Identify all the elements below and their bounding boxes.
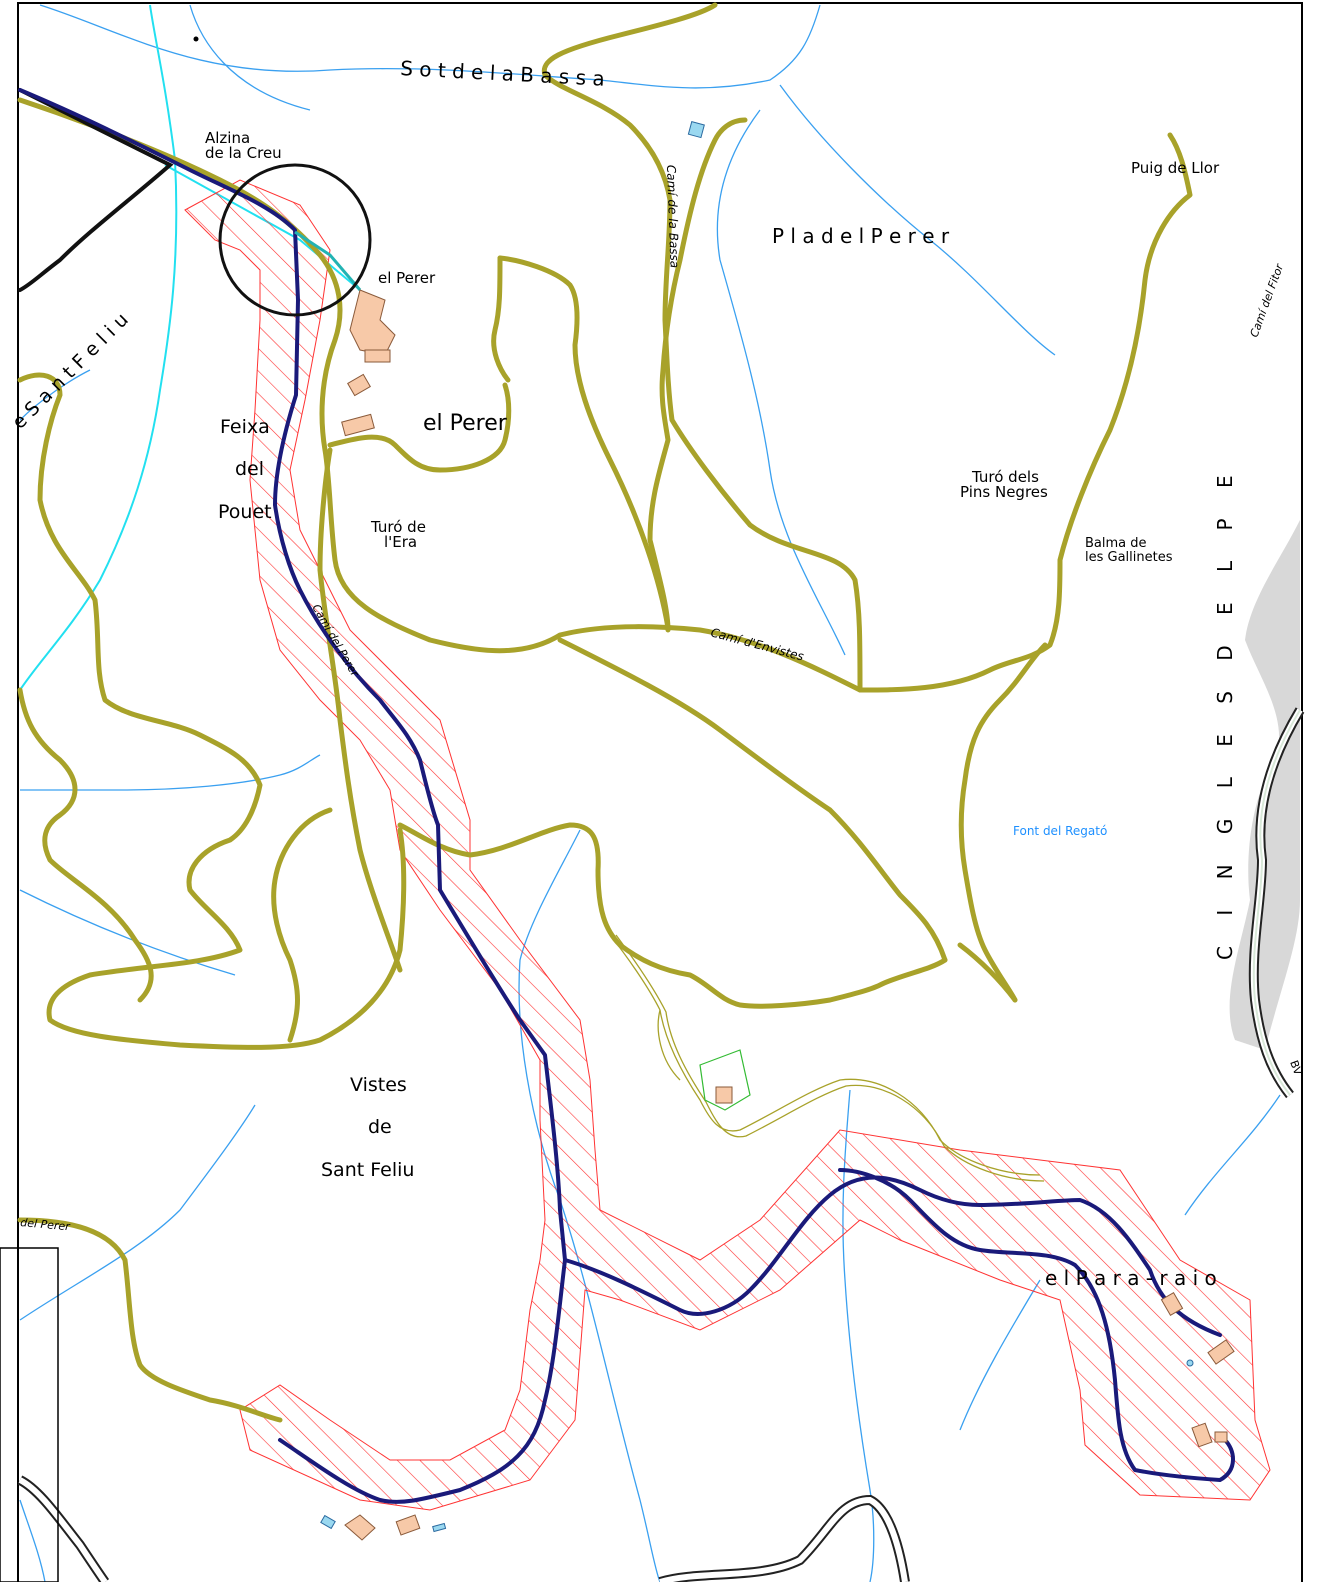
label-turo-era-1: Turó de [370,518,426,536]
label-road-code: BV [1287,1059,1304,1078]
label-balma-1: Balma de [1085,536,1147,551]
label-cingles: C I N G L E S D E L P E [1213,463,1237,960]
inset-box [0,1247,59,1582]
label-del: del [235,458,264,480]
label-el-para-raig: e l P a r a - r a i o [1045,1266,1217,1290]
label-cami-del-fitor: Camí del Fitor [1248,261,1287,339]
water-tanks [320,121,1194,1533]
label-puig-de-llor: Puig de Llor [1131,159,1220,177]
label-turo-pins-2: Pins Negres [960,483,1048,501]
buildings [341,289,1235,1541]
label-pouet: Pouet [218,501,272,523]
road-black [18,88,174,292]
label-el-perer-large: el Perer [423,411,508,436]
point-marker [193,36,199,42]
tracks [17,2,1193,1423]
label-el-perer-small: el Perer [378,269,436,287]
plot-boundary [699,1049,751,1111]
alzina-circle [218,163,372,317]
route-link [294,230,362,291]
map-frame [17,2,1303,1582]
label-cami-de-la-bassa: Camí de la Bassa [664,165,682,269]
paved-roads [17,707,1305,1582]
label-font-regato: Font del Regató [1013,824,1107,838]
label-alzina-2: de la Creu [205,144,282,162]
label-cami-envistes: Camí d'Envistes [709,625,805,663]
streams [19,4,1281,1582]
main-route [18,88,1235,1504]
label-pla-del-perer: P l a d e l P e r e r [772,224,950,248]
label-vistes: Vistes [350,1074,407,1096]
label-feixa: Feixa [220,416,270,438]
label-turo-era-2: l'Era [384,533,417,551]
label-sant-feliu: Sant Feliu [321,1159,414,1181]
label-turo-pins-1: Turó dels [971,468,1039,486]
label-sant-feliu-road: e S a n t F e l i u [8,309,133,434]
route-corridor [184,179,1271,1511]
label-del-perer-left: del Perer [20,1216,72,1233]
label-alzina-1: Alzina [205,129,250,147]
label-sot-de-la-bassa: S o t d e l a B a s s a [400,56,606,91]
label-balma-2: les Gallinetes [1085,550,1173,565]
minor-paths [609,934,1045,1182]
label-de: de [368,1116,392,1138]
